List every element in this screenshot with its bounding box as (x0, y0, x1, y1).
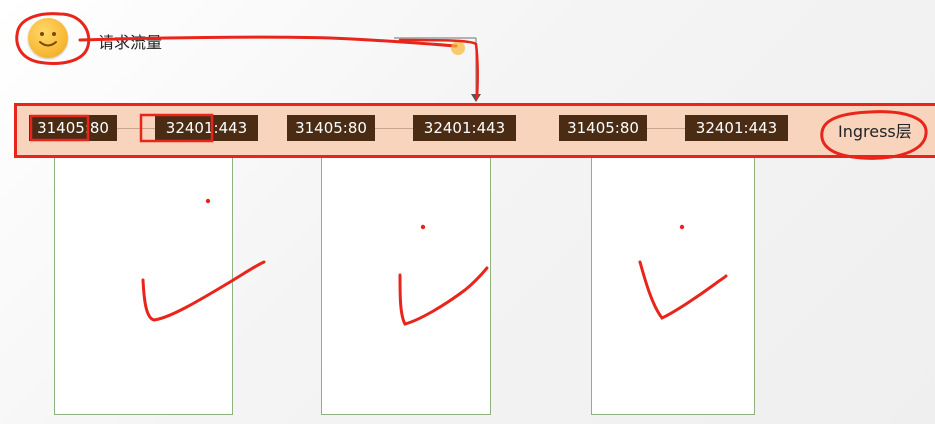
port-box-2: 32401:443 (155, 115, 258, 141)
port-connector-1 (117, 128, 155, 129)
node-box-3 (591, 141, 755, 415)
node-box-2 (321, 141, 491, 415)
annotation-arrow-path (398, 38, 479, 100)
port-box-6: 32401:443 (685, 115, 788, 141)
smiley-face-icon (28, 18, 68, 58)
request-traffic-label: 请求流量 (98, 33, 163, 52)
port-box-4: 32401:443 (413, 115, 516, 141)
port-connector-2 (375, 128, 413, 129)
port-box-3: 31405:80 (287, 115, 375, 141)
ingress-layer-label: Ingress层 (838, 122, 912, 141)
node-box-1 (54, 141, 233, 415)
port-box-5: 31405:80 (559, 115, 647, 141)
port-connector-3 (647, 128, 685, 129)
port-box-1: 31405:80 (29, 115, 117, 141)
